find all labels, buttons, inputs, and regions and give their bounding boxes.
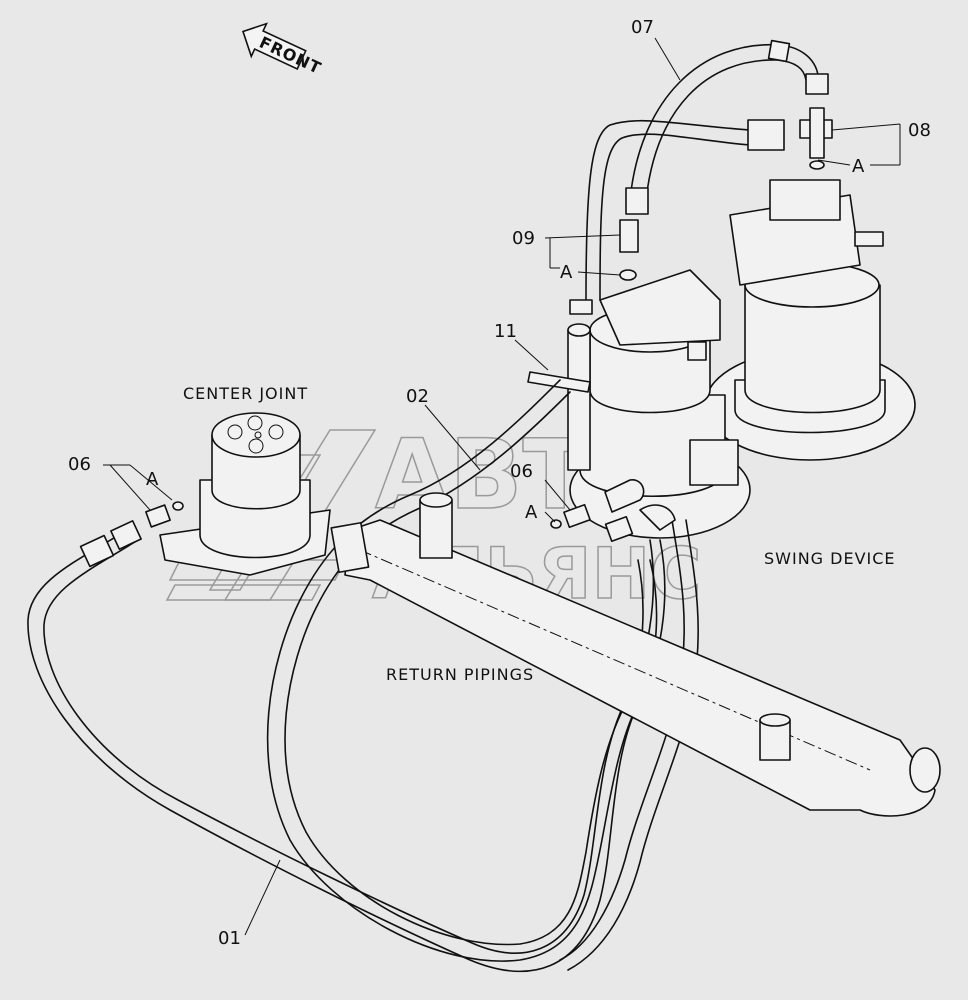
callout-09: 09 — [512, 228, 535, 249]
hose-top-loop — [585, 119, 785, 301]
fitting-08 — [799, 107, 833, 170]
return-piping — [330, 492, 941, 817]
callout-06-left: 06 — [68, 454, 91, 475]
fitting-06-mid — [550, 479, 676, 543]
return-pipings-label: RETURN PIPINGS — [386, 665, 534, 684]
center-joint — [159, 412, 331, 576]
swing-device-main — [569, 269, 751, 539]
fitting-09 — [619, 219, 639, 281]
front-arrow: FRONT — [241, 22, 324, 78]
center-joint-label: CENTER JOINT — [183, 384, 308, 403]
callout-11: 11 — [494, 321, 517, 342]
hose-07 — [625, 39, 829, 215]
callout-01: 01 — [218, 928, 241, 949]
leader-lines — [103, 37, 901, 936]
callout-a-left: A — [146, 469, 159, 490]
hose-02 — [266, 379, 666, 962]
callout-a-mid: A — [525, 502, 538, 523]
callout-07: 07 — [631, 17, 654, 38]
vertical-pipe — [527, 323, 591, 471]
callout-02: 02 — [406, 386, 429, 407]
hose-return-bundle — [559, 519, 699, 971]
swing-device-right — [704, 179, 916, 461]
fitting-06-left — [145, 501, 184, 528]
callout-a-08: A — [852, 156, 865, 177]
callout-06-mid: 06 — [510, 461, 533, 482]
callout-a-09: A — [560, 262, 573, 283]
callout-08: 08 — [908, 120, 931, 141]
swing-device-label: SWING DEVICE — [764, 549, 896, 568]
